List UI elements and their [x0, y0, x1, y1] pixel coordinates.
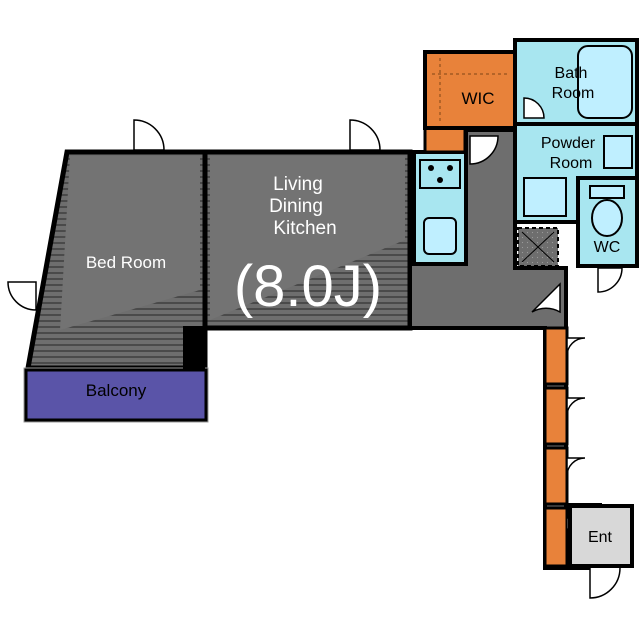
ldk-size-label: (8.0J): [234, 254, 382, 319]
balcony-floor: [24, 368, 208, 422]
kitchen-sink: [423, 217, 457, 255]
wc-label: WC: [594, 239, 621, 256]
ldk-label-3: Kitchen: [273, 218, 336, 239]
entrance-label: Ent: [588, 529, 613, 546]
ldk-label-1: Living: [273, 174, 323, 195]
balcony-label: Balcony: [86, 381, 147, 400]
door-swing-bedroom-top: [133, 119, 165, 151]
entrance-door-swing: [589, 567, 621, 599]
bedroom-inner-floor: [60, 156, 200, 330]
bath-label-2: Room: [552, 85, 595, 102]
door-swing-bedroom-left: [7, 281, 37, 311]
toilet-tank: [589, 185, 625, 199]
door-swing-powder: [523, 97, 545, 119]
toilet-bowl: [591, 199, 623, 237]
closet-3: [543, 446, 569, 506]
door-swing-corridor-top: [469, 135, 499, 165]
washbasin: [523, 177, 567, 217]
bedroom-label: Bed Room: [86, 253, 166, 272]
bathtub: [577, 45, 633, 119]
ldk-inner-floor: [210, 156, 405, 320]
closet-small: [423, 126, 467, 154]
door-swing-ldk-top: [349, 119, 381, 151]
bath-label-1: Bath: [555, 65, 588, 82]
door-swing-corridor-mid: [531, 282, 561, 314]
closet-2: [543, 386, 569, 446]
powder-label-2: Room: [550, 155, 593, 172]
ldk-label-2: Dining: [269, 196, 323, 217]
stove: [419, 159, 461, 189]
pillar: [183, 326, 205, 370]
door-swing-wc: [597, 267, 623, 293]
closet-4: [543, 506, 569, 568]
washing-machine: [603, 135, 633, 169]
powder-label-1: Powder: [541, 135, 596, 152]
closet-1: [543, 326, 569, 386]
wic-label: WIC: [461, 89, 494, 108]
entrance-floor: [568, 504, 634, 568]
